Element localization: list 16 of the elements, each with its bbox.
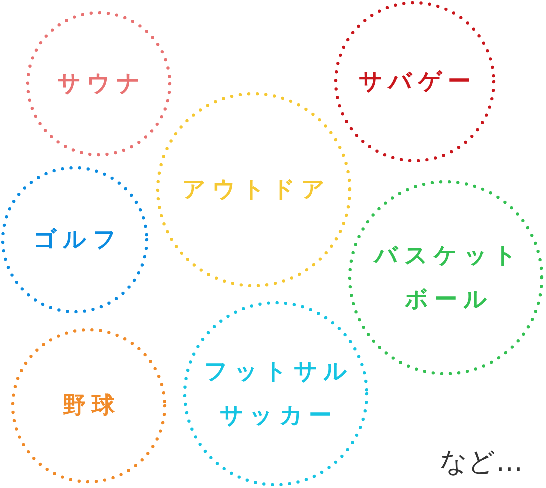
node-label: ゴルフ [32,226,122,255]
dotted-circle [348,180,544,376]
note-text: など… [440,446,523,480]
node-label: バスケットボール [372,242,524,315]
node-label: 野球 [62,392,121,421]
dotted-circle [183,301,369,487]
node-label: サバゲー [358,68,477,97]
dotted-circle [156,92,352,288]
dotted-circle [11,328,167,484]
dotted-circle [26,11,172,157]
node-label: フットサル [204,358,354,387]
dotted-circle [1,166,149,314]
node-label: サッカー [218,402,338,431]
node-label: サウナ [56,70,146,99]
node-label: アウトドア [182,176,332,205]
dotted-circle [334,1,496,163]
